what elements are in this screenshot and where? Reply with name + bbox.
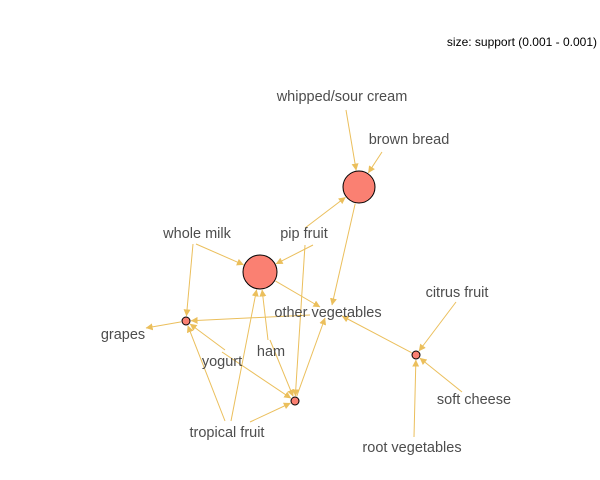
- edge-tropical-fruit-to-r3: [186, 325, 226, 422]
- edge-tropical-fruit-to-r2: [230, 289, 259, 422]
- edge-yogurt-to-r4: [221, 351, 292, 399]
- edge-r2-to-other-vegetables: [275, 280, 321, 308]
- edge-root-vegetables-to-r5: [412, 359, 420, 438]
- edge-r1-to-other-vegetables: [330, 203, 356, 306]
- rule-nodes-layer: [181, 170, 421, 406]
- rule-node-r4: [290, 396, 300, 406]
- edges-layer: [145, 109, 463, 438]
- item-label-citrus-fruit: citrus fruit: [426, 285, 489, 301]
- rule-node-r3: [181, 316, 191, 326]
- edge-pip-fruit-to-r4: [292, 244, 306, 397]
- edge-pip-fruit-to-r2: [275, 244, 314, 265]
- edge-whipped-sour-cream-to-r1: [345, 109, 359, 171]
- edge-whole-milk-to-r2: [195, 243, 244, 266]
- edge-soft-cheese-to-r5: [419, 357, 463, 393]
- edge-yogurt-to-r3: [189, 323, 226, 351]
- item-label-root-vegetables: root vegetables: [362, 440, 461, 456]
- item-label-pip-fruit: pip fruit: [280, 226, 328, 242]
- size-legend: size: support (0.001 - 0.001): [447, 35, 597, 49]
- item-label-tropical-fruit: tropical fruit: [190, 425, 265, 441]
- item-label-other-vegetables: other vegetables: [274, 305, 381, 321]
- item-label-brown-bread: brown bread: [369, 132, 450, 148]
- rule-node-r2: [242, 254, 278, 290]
- edge-pip-fruit-to-r1: [304, 196, 346, 229]
- edge-tropical-fruit-to-r4: [249, 402, 291, 423]
- edge-r4-to-other-vegetables: [296, 317, 327, 397]
- item-label-whipped-sour-cream: whipped/sour cream: [276, 89, 408, 105]
- edge-r5-to-other-vegetables: [341, 315, 412, 354]
- item-label-grapes: grapes: [101, 327, 145, 343]
- item-labels-layer: whipped/sour cream brown bread whole mil…: [101, 89, 511, 456]
- edge-r3-to-grapes: [145, 321, 182, 331]
- rule-node-r5: [411, 350, 421, 360]
- item-label-whole-milk: whole milk: [162, 226, 231, 242]
- edge-citrus-fruit-to-r5: [418, 301, 457, 352]
- edge-other-vegetables-to-r3: [190, 314, 311, 324]
- item-label-ham: ham: [257, 344, 285, 360]
- edge-whole-milk-to-r3: [183, 243, 194, 317]
- edge-ham-to-r2: [259, 289, 269, 341]
- item-label-yogurt: yogurt: [202, 354, 242, 370]
- edge-ham-to-r4: [269, 339, 294, 397]
- edge-brown-bread-to-r1: [367, 151, 383, 174]
- rule-node-r1: [342, 170, 376, 204]
- item-label-soft-cheese: soft cheese: [437, 392, 511, 408]
